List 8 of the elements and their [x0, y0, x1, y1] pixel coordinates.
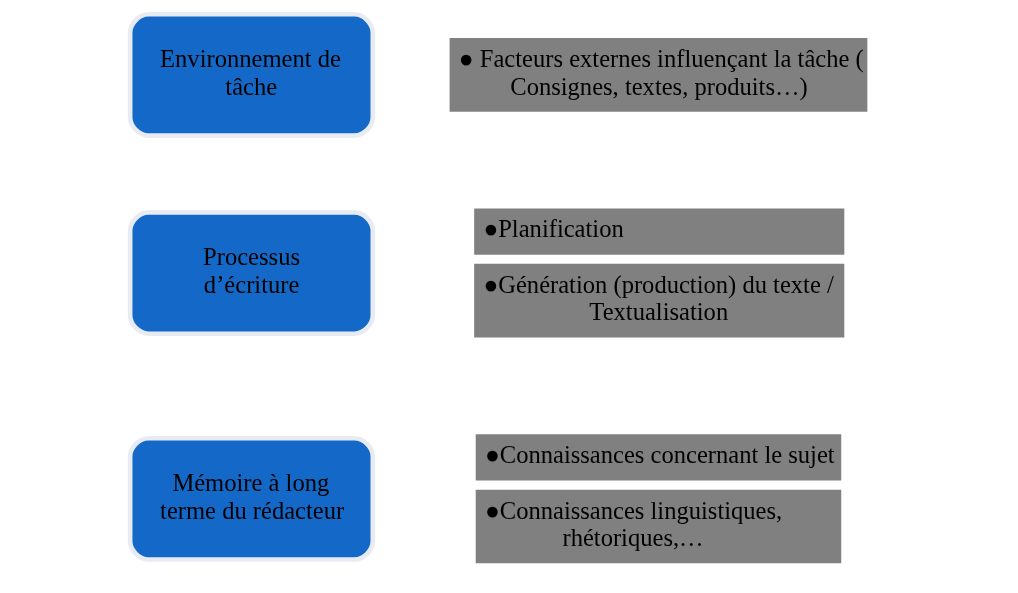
node-label: ●Connaissances linguistiques, rhétoriques,…: [484, 496, 782, 552]
node-box: Processus d’écriture: [127, 210, 375, 337]
node-label: ●Connaissances concernant le sujet: [484, 441, 835, 469]
node-box: Environnement de tâche: [127, 12, 375, 138]
node-label: ●Planification: [482, 215, 624, 243]
node-label: ●Génération (production) du texte / Textualisation: [482, 270, 834, 326]
node-label: ● Facteurs externes influençant la tâche ( Consignes, textes, produits…): [458, 44, 864, 100]
node-box: Mémoire à long terme du rédacteur: [127, 435, 375, 562]
